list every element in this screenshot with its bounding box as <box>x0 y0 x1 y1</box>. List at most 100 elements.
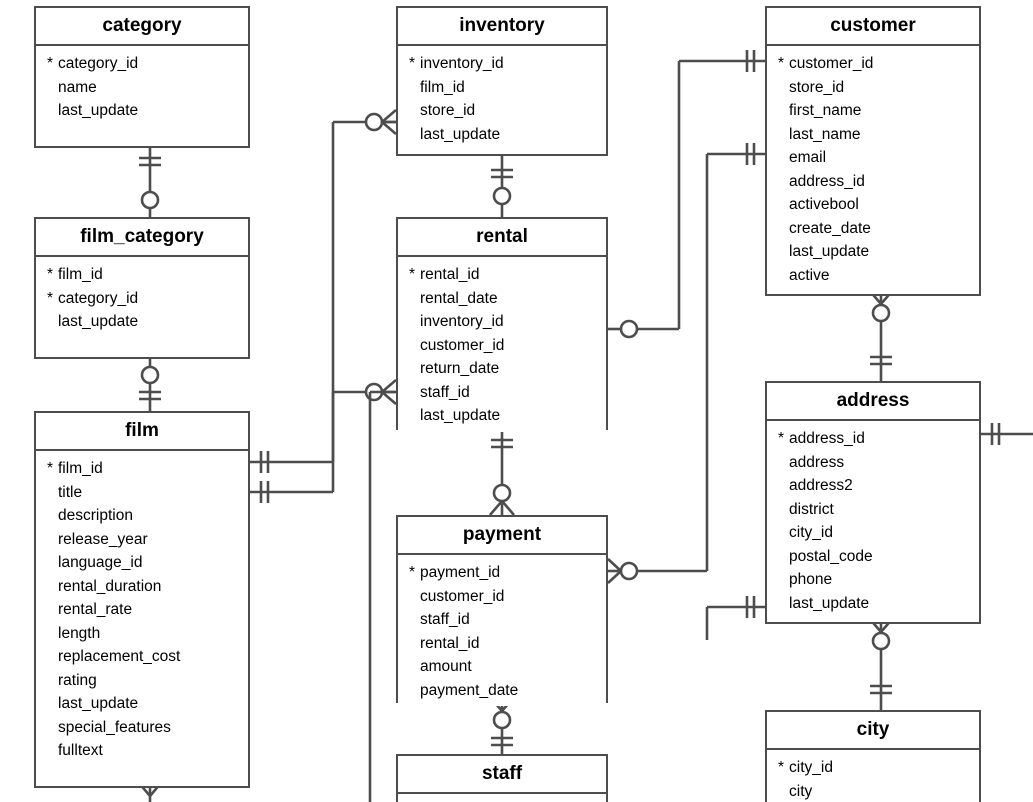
entity-attributes-staff: *staff_id <box>398 794 606 802</box>
entity-city[interactable]: city*city_idcitycountry_id <box>765 710 981 802</box>
attribute-row: create_date <box>767 217 979 241</box>
primary-key-marker-icon: * <box>47 460 54 477</box>
attribute-row: rental_rate <box>36 598 248 622</box>
relationship-customer-address <box>868 289 894 381</box>
attribute-name: rating <box>58 671 97 689</box>
attribute-row: *inventory_id <box>398 52 606 76</box>
attribute-row: payment_date <box>398 679 606 703</box>
entity-staff[interactable]: staff*staff_id <box>396 754 608 802</box>
relationship-rental-left-branch <box>368 390 396 802</box>
attribute-name: rental_date <box>420 289 498 307</box>
attribute-row: fulltext <box>36 739 248 763</box>
attribute-row: first_name <box>767 99 979 123</box>
attribute-name: last_update <box>789 243 870 260</box>
attribute-row: language_id <box>36 551 248 575</box>
attribute-row: activebool <box>767 193 979 217</box>
attribute-row: title <box>36 481 248 505</box>
attribute-row: amount <box>398 655 606 679</box>
attribute-name: customer_id <box>420 336 505 354</box>
attribute-name: name <box>58 78 97 96</box>
entity-attributes-inventory: *inventory_id film_id store_id last_update <box>398 46 606 150</box>
attribute-name: film_id <box>420 78 465 96</box>
attribute-row: phone <box>767 568 979 592</box>
entity-title-inventory: inventory <box>398 8 606 46</box>
attribute-row: email <box>767 146 979 170</box>
relationship-address-left-branch <box>705 596 765 640</box>
attribute-row: city_id <box>767 521 979 545</box>
attribute-row: customer_id <box>398 334 606 358</box>
attribute-name: email <box>789 149 827 166</box>
attribute-row: *category_id <box>36 287 248 311</box>
attribute-name: last_update <box>420 407 501 424</box>
attribute-name: last_name <box>789 125 861 143</box>
attribute-row: *rental_id <box>398 263 606 287</box>
attribute-row: last_update <box>36 310 248 334</box>
attribute-name: address <box>789 453 845 471</box>
attribute-name: address_id <box>789 430 865 447</box>
attribute-row: district <box>767 498 979 522</box>
attribute-row: *film_id <box>36 263 248 287</box>
attribute-name: store_id <box>420 102 476 119</box>
relationship-category-film_category <box>139 148 161 217</box>
attribute-name: first_name <box>789 102 862 119</box>
attribute-name: city_id <box>789 524 833 541</box>
attribute-row: *payment_id <box>398 561 606 585</box>
attribute-name: phone <box>789 571 833 588</box>
attribute-row: return_date <box>398 357 606 381</box>
attribute-row: rental_id <box>398 632 606 656</box>
attribute-name: language_id <box>58 554 143 571</box>
attribute-name: category_id <box>58 55 139 72</box>
attribute-name: customer_id <box>789 55 874 72</box>
attribute-name: special_features <box>58 718 171 736</box>
attribute-name: last_update <box>58 102 139 119</box>
attribute-name: staff_id <box>420 383 470 401</box>
attribute-row: inventory_id <box>398 310 606 334</box>
primary-key-marker-icon: * <box>47 289 54 307</box>
attribute-name: last_update <box>420 125 501 143</box>
attribute-row: last_update <box>767 240 979 264</box>
relationship-address-store <box>981 423 1033 445</box>
entity-title-customer: customer <box>767 8 979 46</box>
attribute-row: city <box>767 780 979 802</box>
attribute-name: activebool <box>789 196 859 213</box>
attribute-name: category_id <box>58 289 139 307</box>
relationship-inventory-rental <box>491 156 513 217</box>
primary-key-marker-icon: * <box>409 55 416 72</box>
attribute-row: address <box>767 451 979 475</box>
attribute-name: rental_id <box>420 266 480 283</box>
relationship-rental-payment <box>489 430 515 516</box>
attribute-row: release_year <box>36 528 248 552</box>
attribute-name: last_update <box>58 695 139 712</box>
attribute-row: *address_id <box>767 427 979 451</box>
attribute-row: *city_id <box>767 756 979 780</box>
attribute-name: film_id <box>58 266 103 283</box>
entity-attributes-city: *city_idcitycountry_id <box>767 750 979 802</box>
entity-title-staff: staff <box>398 756 606 794</box>
relationship-customer-rental <box>608 50 765 339</box>
attribute-row: special_features <box>36 716 248 740</box>
relationship-film_category-film <box>139 359 161 411</box>
entity-title-film_category: film_category <box>36 219 248 257</box>
attribute-name: city_id <box>789 759 833 776</box>
attribute-name: last_update <box>58 313 139 330</box>
attribute-row: last_update <box>398 404 606 428</box>
attribute-row: rental_date <box>398 287 606 311</box>
attribute-name: address_id <box>789 172 865 190</box>
attribute-name: create_date <box>789 219 871 237</box>
attribute-name: amount <box>420 658 472 675</box>
attribute-row: address2 <box>767 474 979 498</box>
primary-key-marker-icon: * <box>409 564 416 581</box>
